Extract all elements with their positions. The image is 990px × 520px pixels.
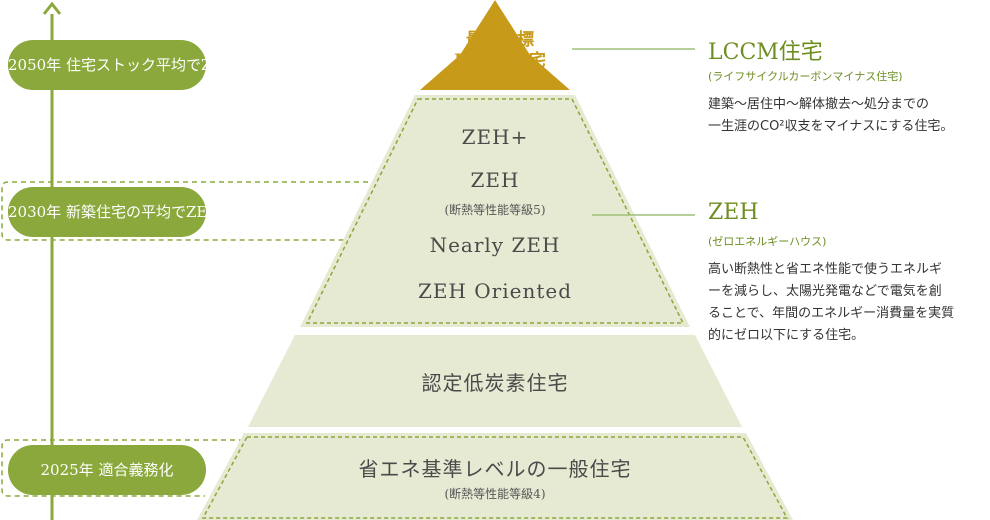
- milestone-2050-label: 2050年 住宅ストック平均でZEH: [8, 56, 236, 74]
- zeh-desc-line: 的にゼロ以下にする住宅。: [708, 328, 865, 343]
- pyramid-top-line1: 最終目標: [466, 30, 534, 50]
- zeh-description: 高い断熱性と省エネ性能で使うエネルギ ーを減らし、太陽光発電などで電気を創 るこ…: [708, 259, 984, 347]
- tier-base-label: 省エネ基準レベルの一般住宅: [358, 457, 632, 481]
- pyramid-top-line2: LCCM住宅: [454, 51, 546, 71]
- zeh-subtitle: (ゼロエネルギーハウス): [708, 235, 827, 248]
- bracket-2030: [1, 181, 395, 241]
- tier-item-zeh-grade: (断熱等性能等級5): [444, 203, 546, 217]
- pyramid-top-label: 最終目標 LCCM住宅: [430, 30, 570, 72]
- lccm-description: 建築〜居住中〜解体撤去〜処分までの 一生涯のCO²収支をマイナスにする住宅。: [708, 94, 984, 138]
- pyramid-tier-base-outline: [201, 436, 789, 519]
- zeh-desc-line: ることで、年間のエネルギー消費量を実質: [708, 306, 955, 321]
- milestone-2025: 2025年 適合義務化: [8, 445, 206, 495]
- lccm-title: LCCM住宅: [708, 40, 823, 65]
- tier-base-sub: (断熱等性能等級4): [444, 487, 546, 501]
- zeh-desc-line: 高い断熱性と省エネ性能で使うエネルギ: [708, 262, 943, 277]
- lccm-subtitle: (ライフサイクルカーボンマイナス住宅): [708, 70, 903, 83]
- pyramid-tier-low-carbon: [248, 335, 742, 427]
- milestone-2050: 2050年 住宅ストック平均でZEH: [8, 40, 235, 90]
- lccm-desc-line: 建築〜居住中〜解体撤去〜処分までの: [708, 97, 930, 112]
- pyramid-tier-base: [197, 433, 793, 520]
- timeline-arrowhead-icon: [42, 1, 62, 15]
- pyramid-tier-zeh-outline: [305, 98, 685, 324]
- bracket-2025: [1, 439, 244, 497]
- tier-item-nearly-zeh: Nearly ZEH: [429, 233, 561, 257]
- milestone-2030: 2030年 新築住宅の平均でZEH: [8, 187, 220, 237]
- pyramid-tier-zeh: [300, 95, 690, 327]
- pyramid-top-lccm: [420, 0, 570, 90]
- tier-item-zeh: ZEH: [470, 168, 520, 192]
- tier-item-zeh-plus: ZEH+: [461, 125, 529, 149]
- tier-item-zeh-oriented: ZEH Oriented: [417, 279, 573, 303]
- milestone-2030-label: 2030年 新築住宅の平均でZEH: [8, 203, 221, 221]
- milestone-2025-label: 2025年 適合義務化: [40, 461, 174, 479]
- zeh-title: ZEH: [708, 200, 759, 225]
- lccm-desc-line: 一生涯のCO²収支をマイナスにする住宅。: [708, 119, 954, 134]
- zeh-desc-line: ーを減らし、太陽光発電などで電気を創: [708, 284, 942, 299]
- tier-low-carbon-label: 認定低炭素住宅: [421, 371, 569, 395]
